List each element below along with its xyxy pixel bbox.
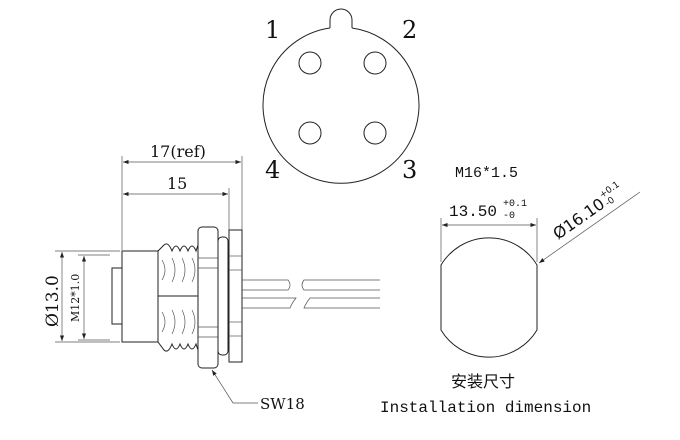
width-value: 13.50	[449, 203, 497, 221]
hex-nut	[197, 226, 219, 369]
pin-label-2: 2	[402, 16, 417, 44]
pin-hole	[298, 51, 322, 75]
panel-cutout	[440, 237, 538, 358]
wire-right	[301, 279, 380, 309]
dim-thread-label: M12*1.0	[69, 274, 82, 322]
washer	[217, 236, 229, 356]
side-view: 17(ref) 15 Ø13.0 M12*1.0 SW18	[43, 142, 380, 413]
pin-label-3: 3	[402, 156, 417, 184]
width-tol-upper: +0.1	[503, 199, 527, 210]
wrench-size-label: SW18	[260, 395, 305, 413]
body	[121, 250, 159, 343]
coding-key	[329, 8, 353, 28]
pin-label-4: 4	[265, 156, 280, 184]
pin-hole	[298, 121, 322, 145]
rear-tab	[111, 267, 123, 325]
dim-diameter-label: Ø13.0	[43, 275, 63, 327]
dim-line-diameter-cutout	[538, 191, 641, 264]
pin-hole	[363, 51, 387, 75]
pin-face-view: 1 2 3 4	[262, 8, 420, 184]
width-tol-lower: -0	[503, 211, 515, 222]
dim-body-label: 15	[167, 174, 187, 193]
installation-title-cn: 安装尺寸	[451, 372, 515, 391]
dim-overall-label: 17(ref)	[150, 142, 206, 161]
wrench-leader	[211, 369, 234, 404]
panel-thread-label: M16*1.5	[455, 165, 518, 182]
installation-view: M16*1.5 13.50 +0.1 -0 Ø16.10 +0.1 -0 安装尺…	[380, 165, 641, 417]
pin-hole	[363, 121, 387, 145]
face-outline	[262, 27, 420, 184]
wire-left	[242, 279, 297, 309]
pin-label-1: 1	[265, 16, 280, 44]
cutout-diameter-value: Ø16.10	[549, 194, 608, 243]
flange	[228, 229, 243, 363]
installation-title-en: Installation dimension	[380, 399, 591, 417]
thread	[157, 243, 199, 352]
